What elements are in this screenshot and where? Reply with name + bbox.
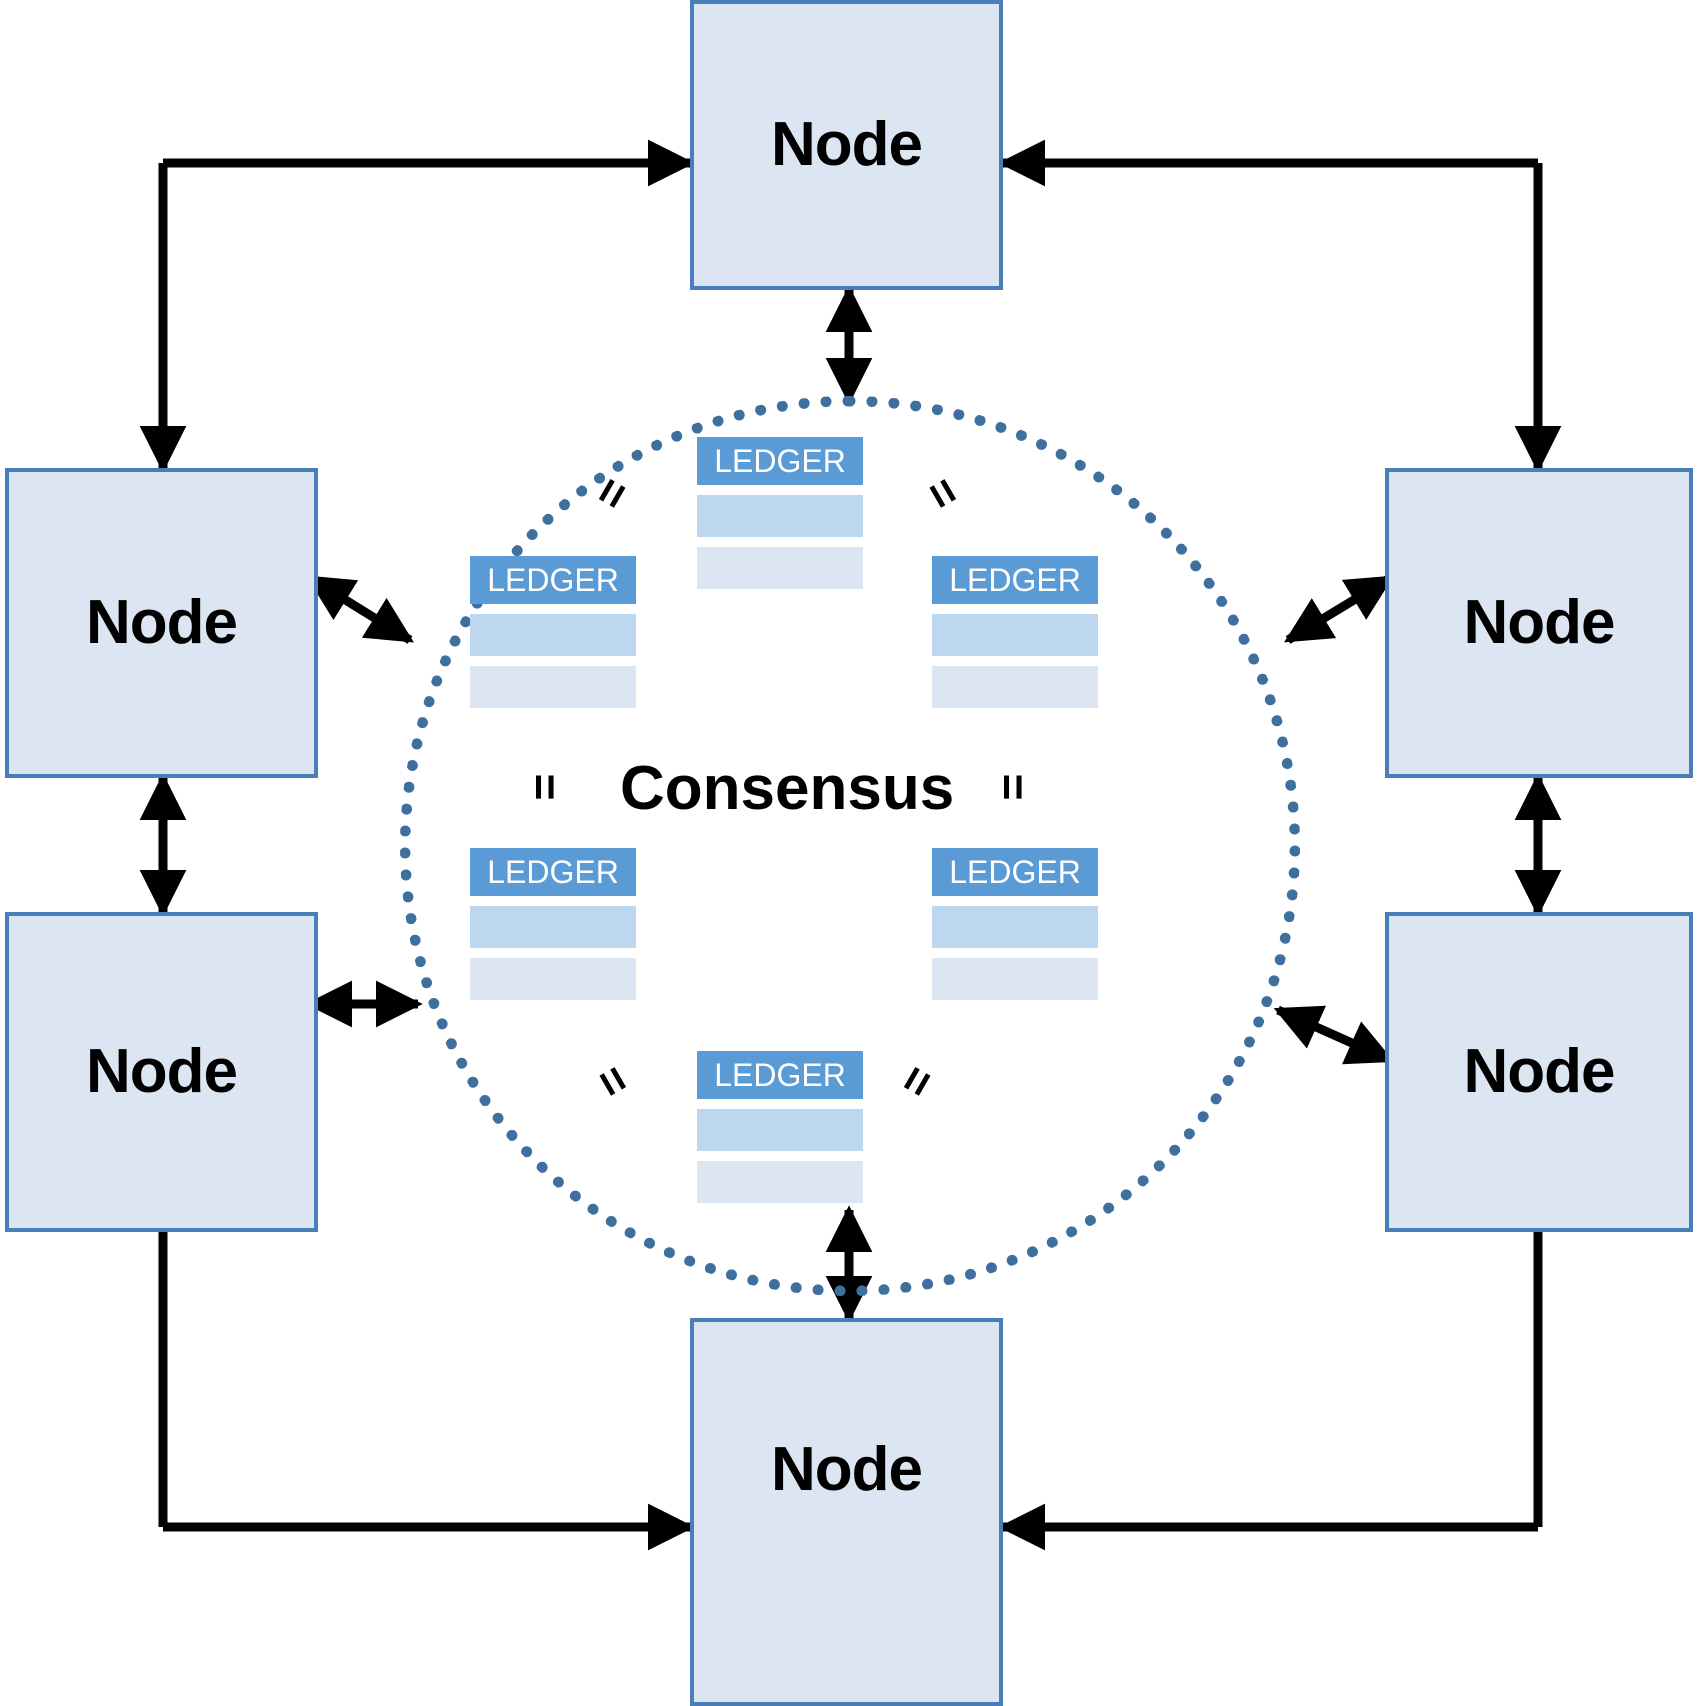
- node-right-upper-label: Node: [1463, 588, 1616, 657]
- node-top-label: Node: [771, 110, 923, 179]
- ledger-gap: [697, 1151, 863, 1161]
- ledger-row: [697, 1109, 863, 1151]
- ledger-row: [697, 1161, 863, 1203]
- ledger-right-upper-header: LEDGER: [932, 556, 1098, 604]
- ledger-gap: [932, 948, 1098, 958]
- ledger-top[interactable]: LEDGER: [697, 437, 863, 589]
- node-right-lower[interactable]: Node: [1385, 912, 1693, 1232]
- edge-rightupper-to-consensus: [1284, 574, 1394, 644]
- ledger-row: [470, 958, 636, 1000]
- node-left-lower[interactable]: Node: [5, 912, 318, 1232]
- ledger-gap: [932, 656, 1098, 666]
- consensus-label: Consensus: [620, 754, 955, 823]
- ledger-top-header: LEDGER: [697, 437, 863, 485]
- ledger-right-upper[interactable]: LEDGER: [932, 556, 1098, 708]
- node-bottom-label: Node: [771, 1435, 923, 1504]
- node-left-lower-label: Node: [86, 1037, 238, 1106]
- ledger-left-lower-header: LEDGER: [470, 848, 636, 896]
- ledger-gap: [470, 948, 636, 958]
- ledger-bottom-header: LEDGER: [697, 1051, 863, 1099]
- edge-rightlower-to-consensus: [1273, 1005, 1395, 1065]
- ledger-row: [932, 666, 1098, 708]
- ledger-row: [470, 614, 636, 656]
- edge-leftupper-to-consensus: [306, 574, 414, 644]
- ledger-gap: [697, 485, 863, 495]
- ledger-right-lower-header: LEDGER: [932, 848, 1098, 896]
- node-right-lower-label: Node: [1463, 1037, 1616, 1106]
- node-top[interactable]: Node: [690, 0, 1003, 290]
- ledger-row: [697, 547, 863, 589]
- equals-icon-mid-right: =: [987, 773, 1040, 801]
- ledger-gap: [470, 656, 636, 666]
- node-left-upper-label: Node: [86, 588, 238, 657]
- ledger-row: [932, 958, 1098, 1000]
- ledger-gap: [470, 604, 636, 614]
- ledger-left-upper[interactable]: LEDGER: [470, 556, 636, 708]
- ledger-left-lower[interactable]: LEDGER: [470, 848, 636, 1000]
- ledger-row: [932, 906, 1098, 948]
- ledger-gap: [697, 1099, 863, 1109]
- ledger-row: [470, 906, 636, 948]
- ledger-left-upper-header: LEDGER: [470, 556, 636, 604]
- ledger-gap: [470, 896, 636, 906]
- ledger-row: [470, 666, 636, 708]
- node-right-upper[interactable]: Node: [1385, 468, 1693, 778]
- ledger-gap: [932, 896, 1098, 906]
- ledger-gap: [932, 604, 1098, 614]
- equals-icon-mid-left: =: [519, 773, 572, 801]
- ledger-gap: [697, 537, 863, 547]
- node-bottom[interactable]: Node: [690, 1318, 1003, 1706]
- ledger-bottom[interactable]: LEDGER: [697, 1051, 863, 1203]
- node-left-upper[interactable]: Node: [5, 468, 318, 778]
- ledger-row: [932, 614, 1098, 656]
- ledger-row: [697, 495, 863, 537]
- ledger-right-lower[interactable]: LEDGER: [932, 848, 1098, 1000]
